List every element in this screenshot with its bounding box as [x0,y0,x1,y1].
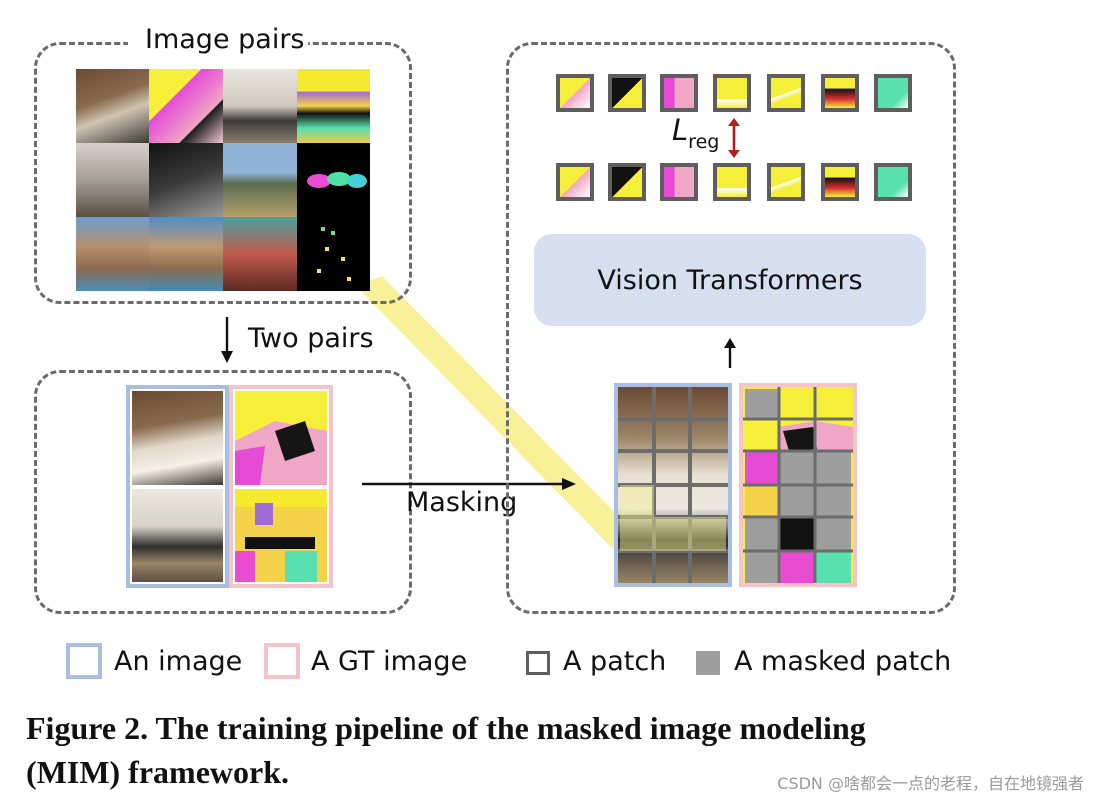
target-patch [821,163,859,201]
image-thumbnail [76,69,149,143]
legend-patch-label: A patch [563,646,667,677]
legend-masked-swatch [696,651,720,675]
gt-thumbnail [149,143,223,217]
output-patch [660,74,698,112]
image-thumbnail [149,217,223,291]
legend-gt-swatch [264,643,300,679]
image-thumbnail [223,217,297,291]
output-patch [608,74,646,112]
legend-gt-label: A GT image [311,646,468,677]
gt-thumbnail [149,69,223,143]
image-thumbnail [76,143,149,217]
down-arrow-icon [221,317,233,363]
target-patch [767,163,805,201]
gt-column [229,385,333,588]
bedroom-gt [235,391,327,485]
image-column [126,385,229,588]
loss-arrow-icon [728,118,740,158]
legend-image-swatch [66,643,102,679]
target-patch-row [556,163,916,203]
loss-main: L [672,113,689,147]
output-patch [821,74,859,112]
caption-line-2: (MIM) framework. [26,754,289,790]
image-thumbnail [223,143,297,217]
image-pairs-grid [76,69,370,291]
caption-line-1: Figure 2. The training pipeline of the m… [26,710,866,746]
watermark: CSDN @啥都会一点的老程，自在地镜强者 [777,774,1084,793]
target-patch [608,163,646,201]
image-thumbnail [76,217,149,291]
masking-label: Masking [406,487,518,518]
masked-image-grid [614,383,732,587]
output-patch [767,74,805,112]
image-thumbnail [223,69,297,143]
output-patch [713,74,751,112]
legend-patch-swatch [526,651,550,675]
gt-thumbnail [297,217,370,291]
legend-image-label: An image [114,646,243,677]
output-patch [874,74,912,112]
vit-container [506,42,956,614]
target-patch [556,163,594,201]
masking-arrow-icon [362,478,576,490]
figure-caption: Figure 2. The training pipeline of the m… [26,706,1026,794]
image-pairs-label: Image pairs [145,24,305,55]
two-pairs-container [34,370,412,614]
gt-thumbnail [297,69,370,143]
target-patch [874,163,912,201]
vision-transformers-block: Vision Transformers [534,234,926,326]
up-arrow-icon [724,338,736,368]
masked-gt-grid [739,383,857,587]
kitchen-image [132,489,223,582]
target-patch [713,163,751,201]
target-patch [660,163,698,201]
kitchen-gt [235,489,327,582]
loss-sub: reg [688,131,720,153]
loss-label: Lreg [672,113,719,153]
gt-thumbnail [297,143,370,217]
two-pairs-label: Two pairs [248,323,374,354]
output-patch-row [556,74,916,114]
legend-masked-label: A masked patch [734,646,952,677]
output-patch [556,74,594,112]
bedroom-image [132,391,223,485]
